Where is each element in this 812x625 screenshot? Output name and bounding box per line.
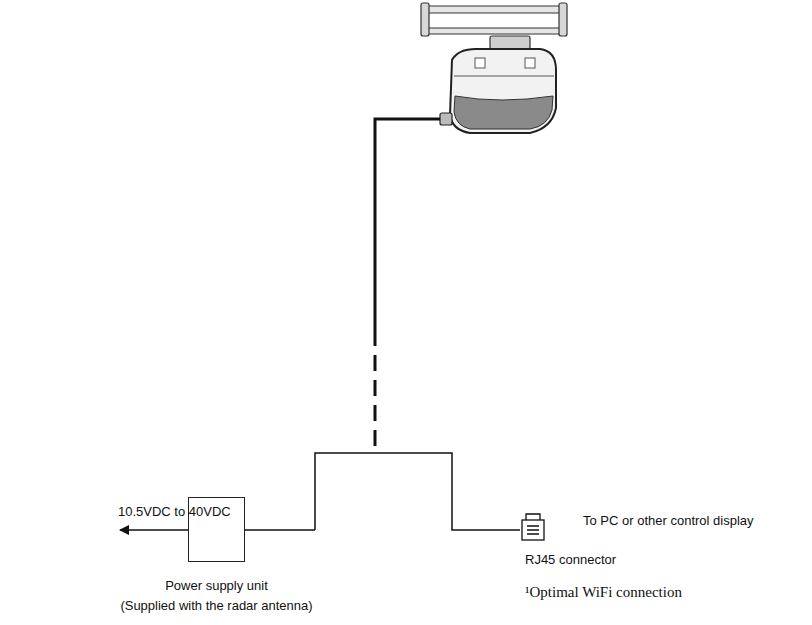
annotation-label: ¹Optimal WiFi connection	[525, 584, 682, 600]
node-caption: (Supplied with the radar antenna)	[120, 598, 312, 614]
radar-antenna	[421, 3, 567, 133]
annotation-label: 10.5VDC to 40VDC	[118, 504, 231, 520]
rj45-symbol	[522, 514, 544, 540]
node-caption: Power supply unit	[165, 578, 268, 594]
cable	[120, 119, 520, 530]
annotation-label: To PC or other control display	[583, 513, 754, 529]
annotation-label: RJ45 connector	[525, 552, 616, 568]
